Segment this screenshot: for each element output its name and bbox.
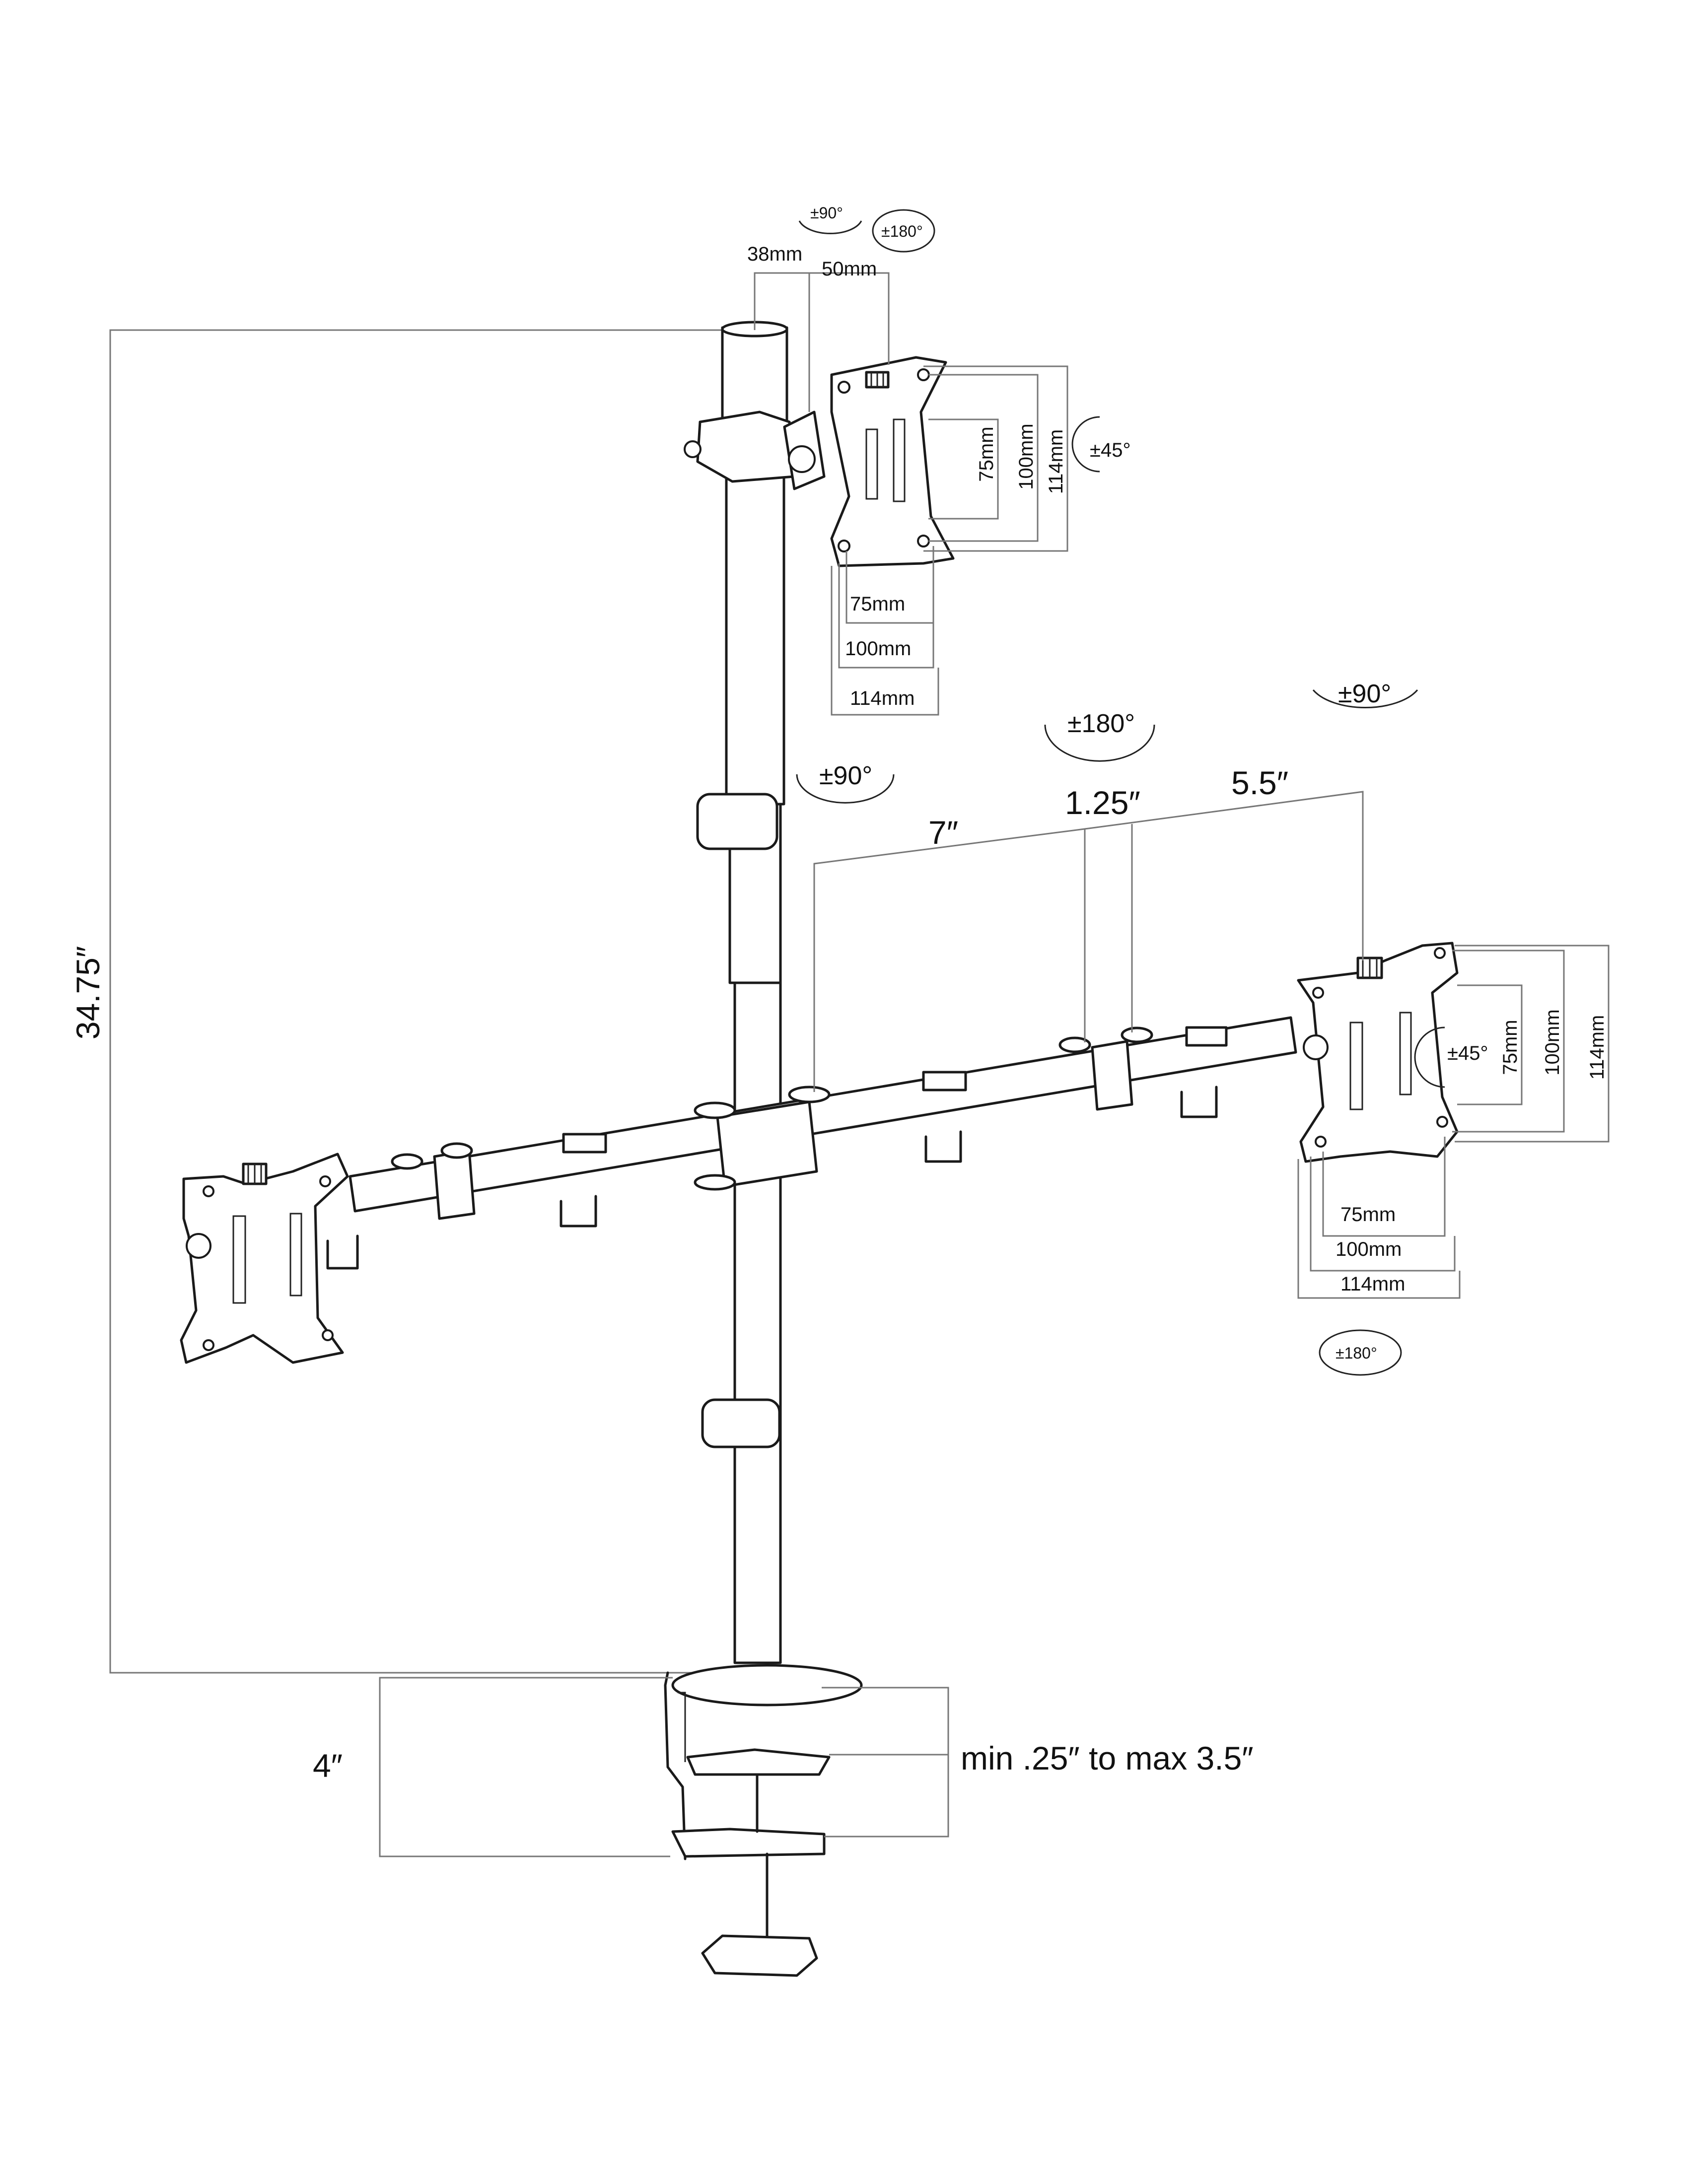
- right-vert-100: 100mm: [1542, 1009, 1563, 1075]
- head-rot-90: ±90°: [1338, 680, 1391, 708]
- top-horiz-100: 100mm: [845, 638, 911, 660]
- top-offset-38: 38mm: [747, 243, 802, 265]
- top-vert-100: 100mm: [1015, 423, 1037, 489]
- top-horiz-75: 75mm: [850, 593, 905, 615]
- arm-segment-7: 7″: [928, 814, 958, 851]
- top-rot-90: ±90°: [810, 204, 843, 222]
- right-vert-75: 75mm: [1499, 1020, 1521, 1075]
- pole-rot-90: ±90°: [819, 761, 872, 790]
- right-vesa-plate: 114mm 100mm 75mm 75mm 100mm 114mm: [1297, 942, 1610, 1299]
- right-tilt-45: ±45°: [1447, 1042, 1488, 1064]
- right-horiz-100: 100mm: [1336, 1238, 1402, 1260]
- arm-dimensions: 7″ 1.25″ 5.5″: [813, 764, 1364, 1092]
- rotation-icon: ±90°: [796, 761, 895, 804]
- rotation-icon: ±90°: [798, 204, 862, 234]
- rotation-icon: ±180°: [1044, 709, 1155, 762]
- arm-segment-55: 5.5″: [1231, 764, 1288, 801]
- right-horiz-75: 75mm: [1340, 1204, 1396, 1226]
- top-horiz-114: 114mm: [850, 687, 914, 709]
- desk-clamp: 4″ min .25″ to max 3.5″: [313, 1671, 1254, 1977]
- top-vert-75: 75mm: [976, 426, 997, 481]
- top-tilt-45: ±45°: [1090, 439, 1130, 461]
- rotation-icon: ±45°: [1414, 1026, 1488, 1088]
- right-horiz-114: 114mm: [1340, 1273, 1405, 1295]
- right-vert-114: 114mm: [1586, 1015, 1608, 1080]
- top-rot-180: ±180°: [881, 222, 923, 240]
- left-vesa-plate: [180, 1153, 349, 1364]
- arm-segment-125: 1.25″: [1065, 784, 1140, 821]
- rotation-indicators: ±90° ±180° ±45° ±90° ±180° ±90° ±45° ±1: [796, 204, 1488, 1376]
- rotation-icon: ±90°: [1312, 680, 1418, 709]
- right-rot-180: ±180°: [1336, 1344, 1377, 1362]
- rotation-icon: ±180°: [872, 209, 935, 253]
- desk-thickness-label: min .25″ to max 3.5″: [961, 1740, 1254, 1776]
- top-vert-114: 114mm: [1045, 429, 1067, 494]
- arm-rot-180: ±180°: [1067, 709, 1135, 738]
- clamp-depth-label: 4″: [313, 1747, 343, 1784]
- crossbar-arm: [326, 1016, 1297, 1270]
- rotation-icon: ±45°: [1071, 416, 1130, 473]
- top-vesa-plate: 114mm 100mm 75mm 75mm 100mm 114mm 38mm 5…: [684, 243, 1068, 716]
- rotation-icon: ±180°: [1319, 1329, 1402, 1376]
- mount-pole: [671, 321, 863, 1706]
- top-offset-50: 50mm: [822, 258, 877, 280]
- height-dimension: 34.75″: [70, 329, 725, 1674]
- height-label: 34.75″: [70, 946, 106, 1040]
